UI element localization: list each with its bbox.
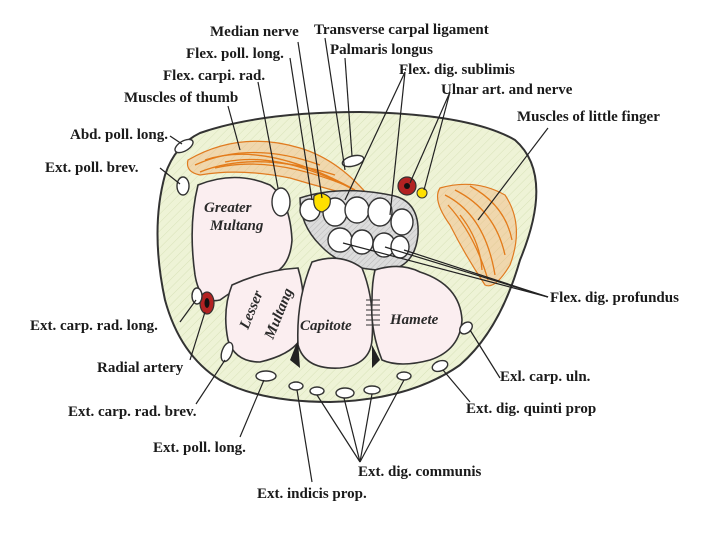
joint-gap <box>290 340 300 368</box>
bone-label-hamate: Hamete <box>389 312 439 328</box>
label-ext-indicis-prop: Ext. indicis prop. <box>257 486 367 502</box>
label-exl-carp-uln: Exl. carp. uln. <box>500 369 591 385</box>
label-ext-carp-rad-brev: Ext. carp. rad. brev. <box>68 404 197 420</box>
label-flex-poll-long: Flex. poll. long. <box>186 46 284 62</box>
label-radial-artery: Radial artery <box>97 360 184 376</box>
leader-lines <box>159 37 549 483</box>
ulnar-artery-lumen <box>404 183 410 189</box>
label-ulnar-art-nerve: Ulnar art. and nerve <box>441 82 573 98</box>
label-muscles-of-thumb: Muscles of thumb <box>124 90 238 106</box>
label-flex-dig-sublimis: Flex. dig. sublimis <box>399 62 515 78</box>
bone-label-greater-multang-1: Greater <box>204 200 252 216</box>
label-median-nerve: Median nerve <box>210 24 299 40</box>
label-ext-poll-long: Ext. poll. long. <box>153 440 246 456</box>
radial-artery-lumen <box>204 298 210 308</box>
joint-stripes <box>366 299 380 326</box>
label-ext-dig-quinti-prop: Ext. dig. quinti prop <box>466 401 596 417</box>
palmaris-longus-tendon <box>341 154 365 168</box>
muscles-of-little-finger-shape <box>437 183 518 287</box>
label-ext-carp-rad-long: Ext. carp. rad. long. <box>30 318 158 334</box>
label-palmaris-longus: Palmaris longus <box>330 42 433 58</box>
label-flex-dig-profundus: Flex. dig. profundus <box>550 290 679 306</box>
label-transverse-carpal-ligament: Transverse carpal ligament <box>314 22 489 38</box>
label-flex-carpi-rad: Flex. carpi. rad. <box>163 68 265 84</box>
median-nerve-shape <box>313 192 331 213</box>
label-ext-dig-communis: Ext. dig. communis <box>358 464 482 480</box>
lesser-multangular-bone <box>224 267 305 363</box>
flexor-tendons <box>299 196 414 259</box>
joint-gap <box>372 345 380 368</box>
label-muscles-of-little-finger: Muscles of little finger <box>517 109 660 125</box>
label-abd-poll-long: Abd. poll. long. <box>70 127 168 143</box>
bone-label-capitate: Capitote <box>300 318 352 334</box>
ulnar-nerve-shape <box>416 187 428 199</box>
flex-carpi-rad-tendon <box>271 187 291 217</box>
extensor-tendons <box>174 138 473 399</box>
capitate-bone <box>296 257 374 369</box>
bone-label-greater-multang-2: Multang <box>209 218 264 234</box>
label-ext-poll-brev: Ext. poll. brev. <box>45 160 139 176</box>
